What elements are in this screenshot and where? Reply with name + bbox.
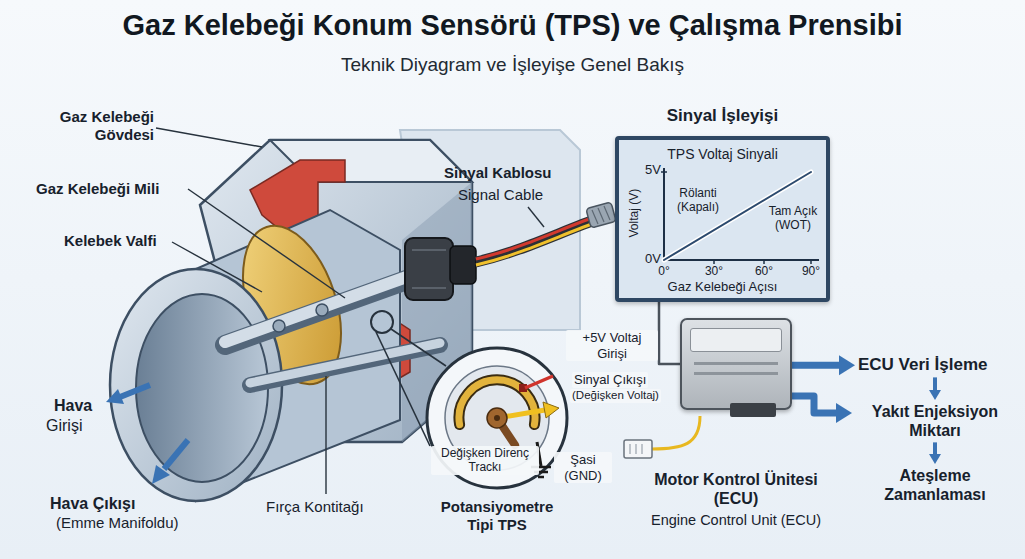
part-label: Gaz Kelebeği Gövdesi bbox=[36, 108, 154, 144]
chart-text: 60° bbox=[749, 264, 779, 278]
voltage-chart bbox=[713, 260, 715, 264]
part-label: Fırça Kontitağı bbox=[266, 498, 364, 516]
leader-line bbox=[156, 128, 262, 147]
leader-line bbox=[172, 242, 262, 292]
connector bbox=[792, 355, 855, 375]
output-step: ECU Veri İşleme bbox=[858, 355, 987, 375]
ecu-rib bbox=[694, 372, 778, 375]
part-label: Sinyal Kablosu bbox=[444, 164, 552, 182]
wire-plug bbox=[624, 440, 652, 458]
output-text: Yakıt Enjeksiyon Miktarı bbox=[855, 402, 1015, 440]
airflow-label: Hava bbox=[54, 396, 92, 415]
connector-line bbox=[933, 442, 937, 456]
airflow-sublabel: Girişi bbox=[46, 416, 82, 435]
shaft-screw bbox=[316, 304, 328, 316]
connector-line bbox=[933, 377, 937, 392]
ecu-caption: Engine Control Unit (ECU) bbox=[626, 512, 846, 529]
leader-line bbox=[325, 376, 326, 494]
magnifier-line bbox=[376, 332, 430, 446]
connector-line bbox=[792, 396, 839, 413]
signal-cable-red bbox=[476, 215, 600, 259]
ecu-connector bbox=[730, 403, 776, 417]
voltage-chart bbox=[763, 260, 765, 264]
signal-sublabel: (Değişken Voltaj) bbox=[570, 389, 661, 403]
output-step: Ateşleme Zamanlaması bbox=[865, 466, 1005, 504]
potentiometer-drawing bbox=[459, 380, 535, 425]
chart-text: Gaz Kelebeği Açısı bbox=[619, 279, 826, 295]
potentiometer-drawing bbox=[487, 408, 507, 428]
chart-text: Rölanti (Kapalı) bbox=[669, 186, 727, 215]
voltage-chart bbox=[810, 260, 812, 264]
chart-text: Sinyal İşleyişi bbox=[619, 106, 826, 126]
sensor-ring bbox=[412, 287, 446, 289]
connector bbox=[929, 377, 941, 400]
arrow-head bbox=[836, 403, 852, 423]
voltage-chart bbox=[663, 259, 819, 261]
inset-caption: Potansiyometre Tipi TPS bbox=[427, 498, 567, 534]
part-label: Gaz Kelebeği Mili bbox=[36, 180, 159, 198]
connector bbox=[929, 442, 941, 464]
leader-line bbox=[188, 189, 345, 298]
shaft-screw bbox=[273, 320, 285, 332]
output-text: ECU Veri İşleme bbox=[858, 355, 987, 375]
potentiometer-drawing bbox=[494, 415, 500, 421]
potentiometer-drawing bbox=[543, 402, 559, 418]
signal-label: Şasi (GND) bbox=[554, 452, 612, 483]
chart-text: 5V bbox=[645, 162, 661, 178]
connector-line bbox=[659, 302, 680, 364]
signal-label: +5V Voltaj Girişi bbox=[566, 330, 658, 361]
sensor-body bbox=[405, 238, 453, 300]
ecu-box: Motor Kontrol Ünitesi (ECU)Engine Contro… bbox=[680, 318, 792, 410]
airflow-sublabel: (Emme Manifoldu) bbox=[56, 514, 179, 532]
connector-line bbox=[792, 362, 842, 369]
chart-text: Voltaj (V) bbox=[627, 185, 641, 241]
chart-text: 30° bbox=[699, 264, 729, 278]
leader-line bbox=[528, 207, 544, 227]
signal-panel: Sinyal İşleyişiTPS Voltaj Sinyali5V0VVol… bbox=[615, 136, 830, 302]
voltage-chart bbox=[663, 168, 665, 261]
ecu-wire bbox=[652, 416, 700, 449]
ecu-cover-plate bbox=[690, 328, 782, 352]
potentiometer-drawing bbox=[459, 380, 535, 425]
airflow-arrow bbox=[164, 440, 188, 469]
ecu-rib bbox=[694, 362, 778, 365]
magnifier-spot bbox=[371, 311, 393, 333]
title: Gaz Kelebeği Konum Sensörü (TPS) ve Çalı… bbox=[123, 8, 903, 43]
airflow-arrowhead bbox=[106, 389, 124, 404]
chart-text: 0° bbox=[649, 264, 679, 278]
chart-text: 90° bbox=[796, 264, 826, 278]
connector bbox=[792, 396, 852, 423]
arrow-head bbox=[929, 454, 941, 464]
plug-pins bbox=[630, 444, 642, 454]
signal-label: Değişken Direnç Trackı bbox=[431, 446, 539, 475]
airflow-arrow bbox=[120, 385, 150, 397]
arrow-head bbox=[839, 355, 855, 375]
chart-text: TPS Voltaj Sinyali bbox=[619, 146, 826, 163]
magnifier-line bbox=[391, 329, 446, 366]
braided-connector bbox=[586, 202, 616, 228]
subtitle: Teknik Diyagram ve İşleyişe Genel Bakış bbox=[0, 54, 1025, 77]
signal-label: Sinyal Çıkışı bbox=[572, 372, 648, 388]
airflow-arrowhead bbox=[152, 465, 170, 484]
braided-hatch bbox=[592, 206, 610, 224]
voltage-chart bbox=[661, 171, 667, 173]
potentiometer-drawing bbox=[427, 348, 567, 488]
part-sublabel: Signal Cable bbox=[458, 186, 543, 204]
output-text: Ateşleme Zamanlaması bbox=[865, 466, 1005, 504]
signal-cable-yellow bbox=[476, 221, 600, 265]
connector bbox=[659, 302, 680, 364]
chart-text: Tam Açık (WOT) bbox=[763, 204, 823, 233]
lower-rod bbox=[250, 343, 440, 383]
arrow-head bbox=[929, 390, 941, 400]
part-label: Kelebek Valfi bbox=[64, 232, 157, 250]
potentiometer-drawing bbox=[525, 376, 553, 388]
sensor-connector bbox=[450, 246, 476, 284]
output-step: Yakıt Enjeksiyon Miktarı bbox=[855, 402, 1015, 440]
ecu-caption: Motor Kontrol Ünitesi (ECU) bbox=[651, 470, 821, 508]
sensor-ring bbox=[412, 249, 446, 251]
airflow-label: Hava Çıkışı bbox=[50, 494, 135, 513]
